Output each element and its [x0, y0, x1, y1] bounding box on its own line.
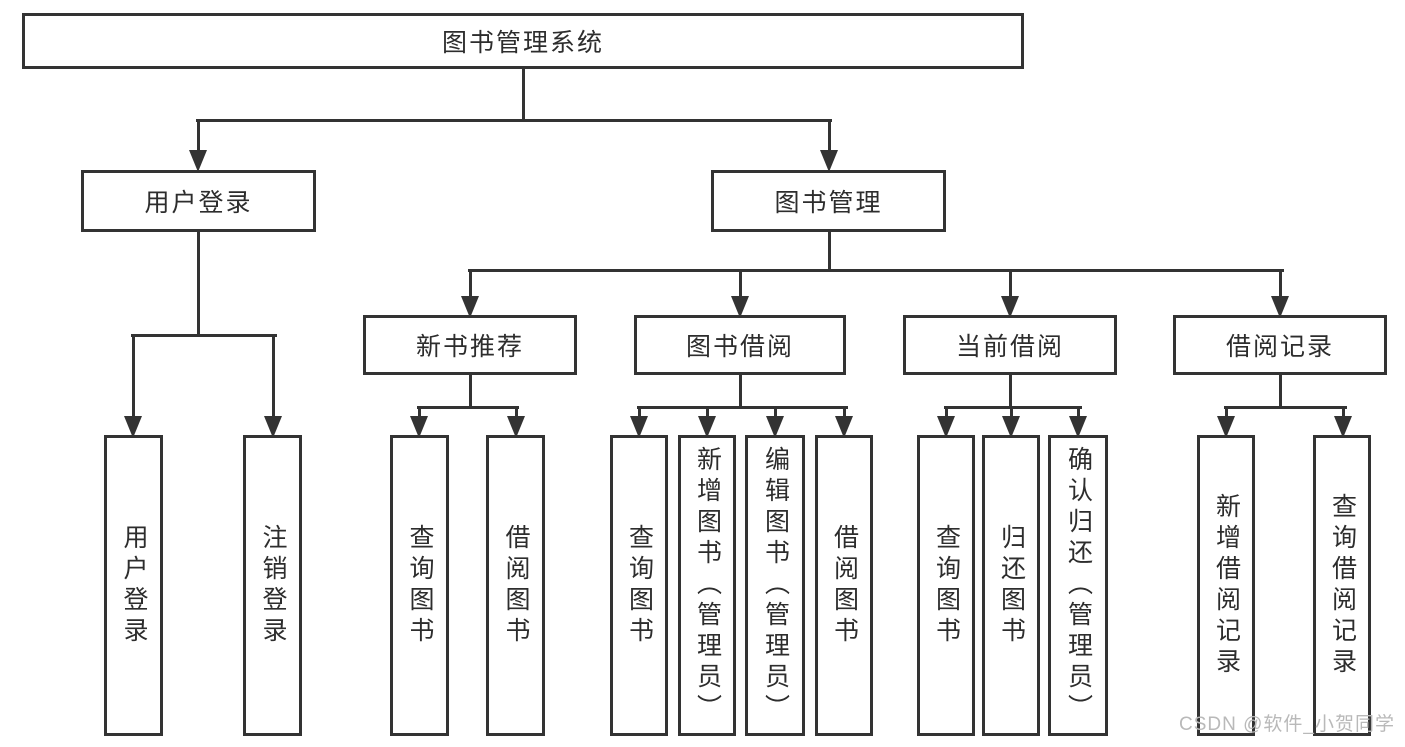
node-user-login: 用户登录 [81, 170, 316, 232]
connector-rail [467, 268, 1284, 272]
arrow-down-icon [835, 416, 853, 438]
arrow-down-icon [410, 416, 428, 438]
arrow-down-icon [698, 416, 716, 438]
node-label: 归还图书 [997, 523, 1026, 648]
arrow-line [1278, 270, 1282, 298]
node-current-borrow: 当前借阅 [903, 315, 1117, 375]
node-label: 借阅记录 [1225, 333, 1334, 361]
node-borrow-records: 借阅记录 [1173, 315, 1387, 375]
leaf-bb-add-books: 新增图书（管理员） [678, 435, 736, 736]
arrow-line [196, 120, 200, 152]
connector-stem [738, 375, 742, 409]
arrow-line [1076, 407, 1080, 418]
leaf-bb-borrow-books: 借阅图书 [815, 435, 873, 736]
leaf-cb-query-books: 查询图书 [917, 435, 975, 736]
connector-rail [636, 405, 848, 409]
node-label: 编辑图书（管理员） [761, 446, 790, 725]
arrow-down-icon [461, 296, 479, 318]
arrow-down-icon [1217, 416, 1235, 438]
arrow-down-icon [1002, 416, 1020, 438]
arrow-down-icon [264, 416, 282, 438]
node-label: 新增借阅记录 [1212, 492, 1241, 679]
arrow-line [944, 407, 948, 418]
leaf-nb-query-books: 查询图书 [390, 435, 449, 736]
leaf-br-add-record: 新增借阅记录 [1197, 435, 1255, 736]
arrow-line [1341, 407, 1345, 418]
node-label: 借阅图书 [830, 523, 859, 648]
node-label: 注销登录 [259, 523, 287, 648]
node-root: 图书管理系统 [22, 13, 1024, 69]
connector-stem [1008, 375, 1012, 409]
connector-rail [416, 405, 519, 409]
node-book-borrow: 图书借阅 [634, 315, 846, 375]
leaf-cb-return-books: 归还图书 [982, 435, 1040, 736]
node-label: 当前借阅 [955, 333, 1064, 361]
node-label: 查询图书 [625, 523, 654, 648]
node-label: 新增图书（管理员） [693, 446, 722, 725]
node-label: 借阅图书 [502, 523, 530, 648]
connector-rail [195, 118, 832, 122]
arrow-down-icon [1001, 296, 1019, 318]
arrow-down-icon [937, 416, 955, 438]
arrow-down-icon [1334, 416, 1352, 438]
arrow-line [1008, 270, 1012, 298]
arrow-line [773, 407, 777, 418]
node-label: 查询图书 [406, 523, 434, 648]
node-label: 确认归还（管理员） [1064, 446, 1093, 725]
arrow-down-icon [766, 416, 784, 438]
node-label: 新书推荐 [415, 333, 524, 361]
connector-stem [1278, 375, 1282, 409]
arrow-line [514, 407, 518, 418]
arrow-line [738, 270, 742, 298]
leaf-bb-edit-books: 编辑图书（管理员） [745, 435, 805, 736]
arrow-down-icon [630, 416, 648, 438]
arrow-down-icon [1271, 296, 1289, 318]
arrow-down-icon [820, 150, 838, 172]
connector-stem [827, 232, 831, 272]
node-book-management: 图书管理 [711, 170, 946, 232]
arrow-down-icon [1069, 416, 1087, 438]
arrow-down-icon [124, 416, 142, 438]
leaf-bb-query-books: 查询图书 [610, 435, 668, 736]
connector-stem [468, 375, 472, 409]
connector-stem [521, 69, 525, 122]
leaf-cb-confirm-return: 确认归还（管理员） [1048, 435, 1108, 736]
arrow-line [705, 407, 709, 418]
arrow-line [468, 270, 472, 298]
arrow-line [131, 335, 135, 418]
arrow-line [1224, 407, 1228, 418]
leaf-nb-borrow-books: 借阅图书 [486, 435, 545, 736]
connector-rail [1223, 405, 1347, 409]
arrow-down-icon [731, 296, 749, 318]
connector-rail [943, 405, 1082, 409]
arrow-down-icon [189, 150, 207, 172]
node-label: 用户登录 [144, 189, 253, 217]
arrow-line [827, 120, 831, 152]
node-label: 图书管理系统 [441, 29, 604, 57]
connector-stem [196, 232, 200, 337]
arrow-line [271, 335, 275, 418]
watermark: CSDN @软件_小贺同学 [1179, 714, 1395, 735]
leaf-br-query-record: 查询借阅记录 [1313, 435, 1371, 736]
node-label: 用户登录 [120, 523, 148, 648]
node-label: 图书借阅 [685, 333, 794, 361]
arrow-line [842, 407, 846, 418]
node-label: 查询图书 [932, 523, 961, 648]
node-label: 图书管理 [774, 189, 883, 217]
node-label: 查询借阅记录 [1328, 492, 1357, 679]
arrow-line [417, 407, 421, 418]
connector-rail [130, 333, 277, 337]
node-new-book-recommend: 新书推荐 [363, 315, 577, 375]
arrow-line [1009, 407, 1013, 418]
arrow-line [637, 407, 641, 418]
leaf-logout: 注销登录 [243, 435, 302, 736]
leaf-user-login: 用户登录 [104, 435, 163, 736]
arrow-down-icon [507, 416, 525, 438]
